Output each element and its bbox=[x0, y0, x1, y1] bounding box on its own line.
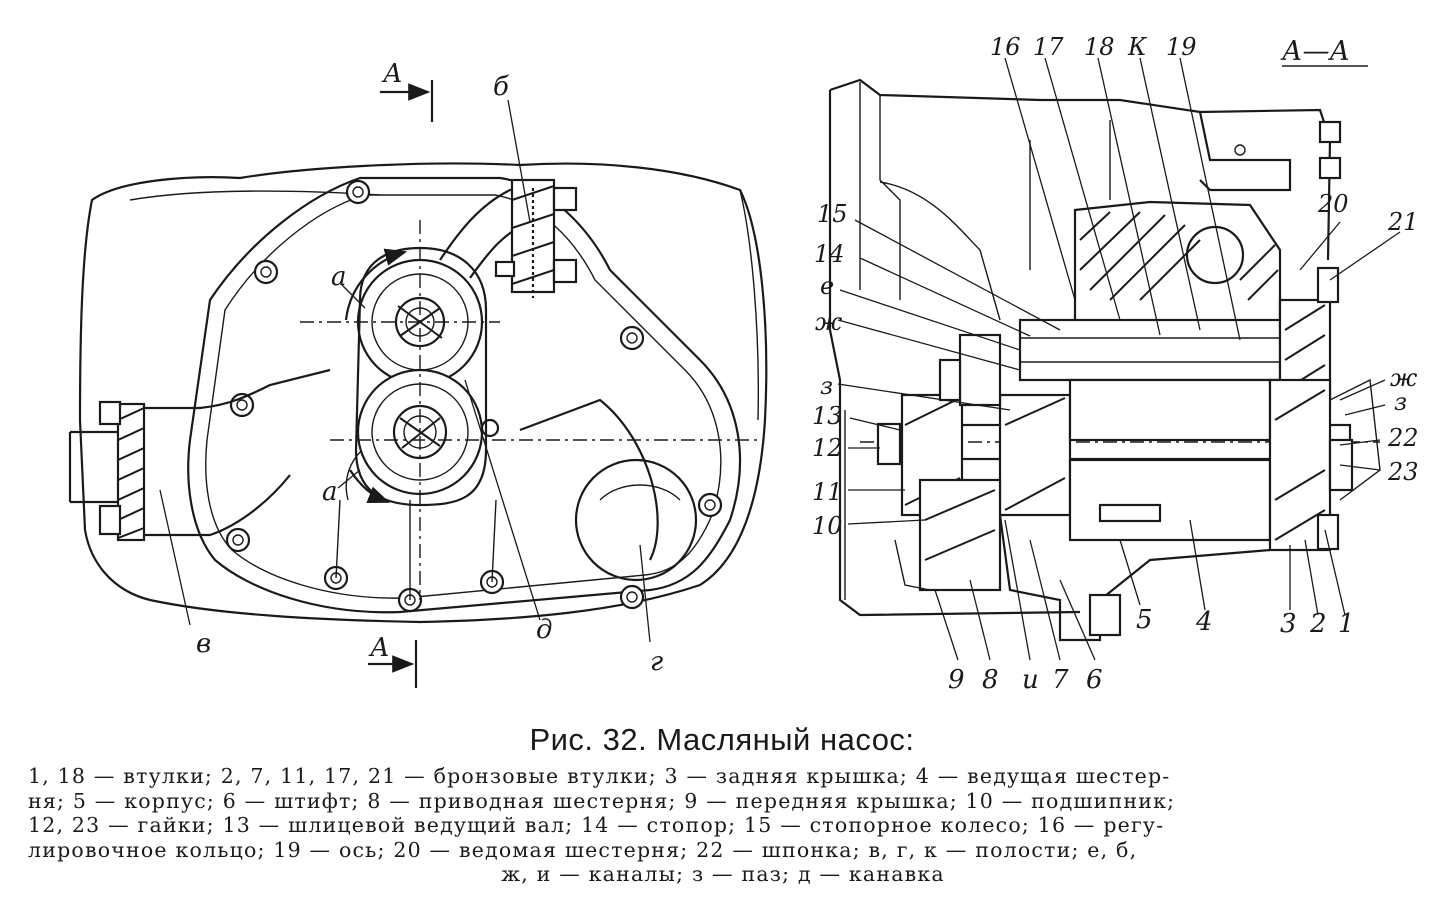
label-i: и bbox=[1022, 665, 1039, 695]
lower-gear bbox=[356, 368, 484, 496]
label-d: д bbox=[536, 615, 552, 645]
label-10: 10 bbox=[812, 512, 843, 540]
label-3: 3 bbox=[1280, 609, 1297, 639]
label-z-right: з bbox=[1394, 388, 1407, 416]
label-11: 11 bbox=[812, 478, 843, 506]
label-K: К bbox=[1127, 33, 1148, 61]
section-mark-top bbox=[380, 80, 434, 122]
right-view: А—А 16 17 18 К 19 20 21 15 14 е ж з 13 1… bbox=[812, 33, 1419, 695]
label-g: г bbox=[650, 647, 663, 677]
legend-line: ж, и — каналы; з — паз; д — канавка bbox=[501, 862, 945, 886]
left-view: А А б а а в д г bbox=[68, 59, 768, 688]
drive-gear bbox=[876, 333, 1002, 592]
legend-line: 12, 23 — гайки; 13 — шлицевой ведущий ва… bbox=[28, 813, 1165, 837]
label-23: 23 bbox=[1387, 458, 1419, 486]
label-13: 13 bbox=[812, 402, 843, 430]
label-4: 4 bbox=[1195, 607, 1213, 637]
label-v: в bbox=[196, 629, 211, 659]
label-8: 8 bbox=[982, 665, 999, 695]
pump-body-outline bbox=[187, 176, 742, 614]
label-19: 19 bbox=[1166, 33, 1197, 61]
label-a-upper: а bbox=[331, 262, 347, 292]
label-1: 1 bbox=[1338, 609, 1355, 639]
label-9: 9 bbox=[948, 665, 965, 695]
label-12: 12 bbox=[812, 434, 843, 462]
label-a-lower: а bbox=[322, 477, 338, 507]
section-mark-label-bottom: А bbox=[368, 633, 390, 663]
label-14: 14 bbox=[814, 240, 845, 268]
oil-pump-drawing: А А б а а в д г bbox=[68, 33, 1419, 695]
label-b: б bbox=[493, 72, 509, 102]
inlet-flange bbox=[68, 400, 146, 542]
legend-line: лировочное кольцо; 19 — ось; 20 — ведома… bbox=[28, 837, 1138, 862]
label-18: 18 bbox=[1084, 33, 1115, 61]
label-5: 5 bbox=[1136, 605, 1153, 635]
housing-bolts bbox=[225, 179, 723, 613]
label-6: 6 bbox=[1086, 665, 1103, 695]
legend-line: 1, 18 — втулки; 2, 7, 11, 17, 21 — бронз… bbox=[28, 764, 1171, 788]
pump-housing-section bbox=[1073, 200, 1282, 332]
label-zh: ж bbox=[815, 308, 843, 336]
label-15: 15 bbox=[817, 200, 848, 228]
label-16: 16 bbox=[990, 33, 1021, 61]
section-title: А—А bbox=[1280, 36, 1350, 67]
section-mark-bottom bbox=[368, 640, 418, 688]
label-zh-right: ж bbox=[1390, 364, 1418, 392]
label-22: 22 bbox=[1387, 424, 1419, 452]
label-7: 7 bbox=[1052, 665, 1069, 695]
left-housing-outline bbox=[78, 162, 768, 624]
label-z: з bbox=[820, 372, 833, 400]
label-21: 21 bbox=[1387, 208, 1419, 236]
label-17: 17 bbox=[1033, 33, 1064, 61]
label-20: 20 bbox=[1317, 190, 1349, 218]
outlet-valve bbox=[494, 178, 578, 298]
label-2: 2 bbox=[1309, 609, 1327, 639]
label-e: е bbox=[820, 272, 834, 300]
figure-caption: Рис. 32. Масляный насос: bbox=[529, 722, 915, 757]
legend-line: ня; 5 — корпус; 6 — штифт; 8 — приводная… bbox=[28, 788, 1176, 813]
section-mark-label-top: А bbox=[381, 59, 403, 89]
figure-legend: 1, 18 — втулки; 2, 7, 11, 17, 21 — бронз… bbox=[28, 764, 1418, 887]
